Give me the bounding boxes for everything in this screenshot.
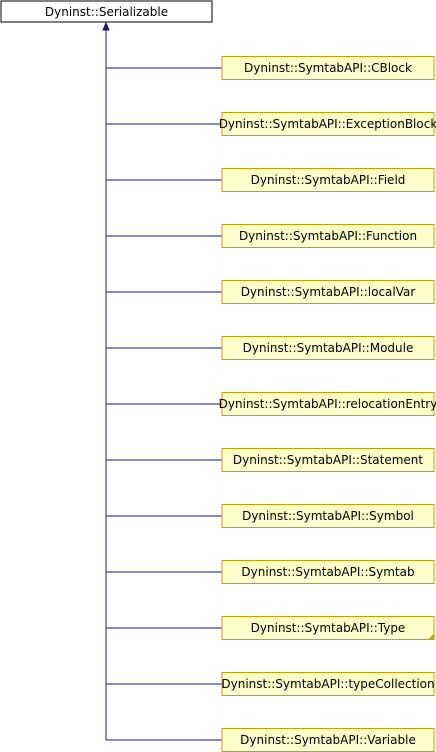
derived-class-box[interactable] xyxy=(221,168,435,192)
derived-class-label: Dyninst::SymtabAPI::Symtab xyxy=(241,565,414,579)
derived-class-label: Dyninst::SymtabAPI::Field xyxy=(251,173,406,187)
derived-class-box[interactable] xyxy=(221,616,435,640)
derived-class-box[interactable] xyxy=(221,56,435,80)
derived-class-box[interactable] xyxy=(221,504,435,528)
inheritance-edges xyxy=(102,21,222,741)
derived-class-node[interactable]: Dyninst::SymtabAPI::Symtab xyxy=(221,560,435,584)
derived-class-node[interactable]: Dyninst::SymtabAPI::Field xyxy=(221,168,435,192)
derived-class-label: Dyninst::SymtabAPI::Statement xyxy=(233,453,424,467)
derived-class-label: Dyninst::SymtabAPI::relocationEntry xyxy=(219,397,436,411)
truncated-marker-icon xyxy=(428,633,434,640)
derived-class-label: Dyninst::SymtabAPI::Module xyxy=(243,341,414,355)
derived-class-box[interactable] xyxy=(221,336,435,360)
derived-class-box[interactable] xyxy=(221,224,435,248)
derived-class-node[interactable]: Dyninst::SymtabAPI::typeCollection xyxy=(221,672,435,696)
derived-class-node[interactable]: Dyninst::SymtabAPI::Symbol xyxy=(221,504,435,528)
derived-class-label: Dyninst::SymtabAPI::Variable xyxy=(240,733,416,747)
derived-class-box[interactable] xyxy=(221,112,435,136)
base-class-label: Dyninst::Serializable xyxy=(45,5,168,19)
base-class-node[interactable]: Dyninst::Serializable xyxy=(0,0,213,23)
derived-class-label: Dyninst::SymtabAPI::CBlock xyxy=(244,61,412,75)
derived-class-node[interactable]: Dyninst::SymtabAPI::ExceptionBlock xyxy=(219,112,436,136)
derived-class-label: Dyninst::SymtabAPI::Function xyxy=(239,229,417,243)
derived-class-node[interactable]: Dyninst::SymtabAPI::Variable xyxy=(221,728,435,752)
derived-class-label: Dyninst::SymtabAPI::Symbol xyxy=(242,509,414,523)
derived-class-node[interactable]: Dyninst::SymtabAPI::Function xyxy=(221,224,435,248)
inheritance-arrow-icon xyxy=(102,21,110,31)
derived-class-box[interactable] xyxy=(221,672,435,696)
derived-class-box[interactable] xyxy=(221,280,435,304)
derived-class-node[interactable]: Dyninst::SymtabAPI::Type xyxy=(221,616,435,640)
derived-class-node[interactable]: Dyninst::SymtabAPI::Module xyxy=(221,336,435,360)
derived-class-node[interactable]: Dyninst::SymtabAPI::localVar xyxy=(221,280,435,304)
derived-class-label: Dyninst::SymtabAPI::ExceptionBlock xyxy=(219,117,436,131)
derived-class-node[interactable]: Dyninst::SymtabAPI::Statement xyxy=(221,448,435,472)
derived-class-box[interactable] xyxy=(221,560,435,584)
derived-class-label: Dyninst::SymtabAPI::typeCollection xyxy=(221,677,434,691)
derived-class-label: Dyninst::SymtabAPI::localVar xyxy=(241,285,416,299)
derived-class-box[interactable] xyxy=(221,392,435,416)
derived-class-nodes: Dyninst::SymtabAPI::CBlockDyninst::Symta… xyxy=(219,56,436,752)
base-class-box[interactable] xyxy=(0,0,213,23)
derived-class-label: Dyninst::SymtabAPI::Type xyxy=(251,621,406,635)
derived-class-box[interactable] xyxy=(221,448,435,472)
derived-class-node[interactable]: Dyninst::SymtabAPI::CBlock xyxy=(221,56,435,80)
derived-class-node[interactable]: Dyninst::SymtabAPI::relocationEntry xyxy=(219,392,436,416)
